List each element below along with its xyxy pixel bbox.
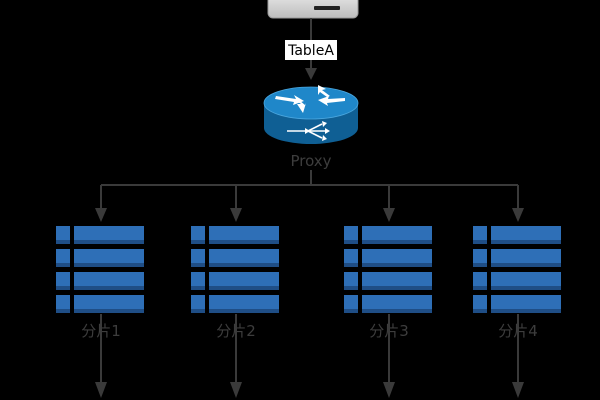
proxy-fanout-connectors <box>101 170 518 186</box>
tablea-tag: TableA <box>285 40 337 60</box>
shard-4-incoming-arrow <box>512 185 524 222</box>
shard-3-incoming-arrow <box>383 185 395 222</box>
tablea-to-proxy-arrow <box>305 60 317 80</box>
shard-arrows-in <box>95 185 524 222</box>
shard-3-outgoing-arrow <box>383 314 395 398</box>
tablea-label: TableA <box>287 43 334 59</box>
shard-1-incoming-arrow <box>95 185 107 222</box>
shard-2-incoming-arrow <box>230 185 242 222</box>
shard-2-outgoing-arrow <box>230 314 242 398</box>
proxy-label: Proxy <box>290 152 331 170</box>
shard-1-outgoing-arrow <box>95 314 107 398</box>
database-table-icon <box>344 226 432 313</box>
database-table-icon <box>56 226 144 313</box>
shard-arrows-out <box>95 314 524 398</box>
shard-4-outgoing-arrow <box>512 314 524 398</box>
database-table-icon <box>191 226 279 313</box>
source-server-icon <box>267 0 359 19</box>
database-table-icon <box>473 226 561 313</box>
router-icon <box>263 85 359 144</box>
